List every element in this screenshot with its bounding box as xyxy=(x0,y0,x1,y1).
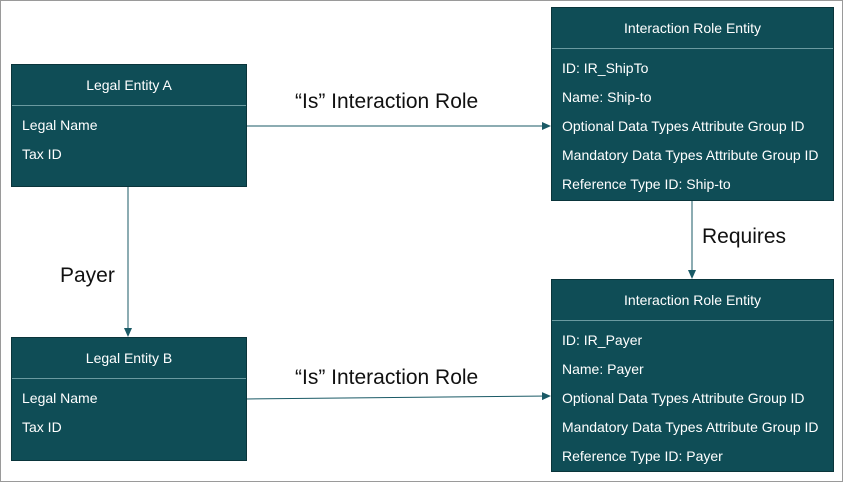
legal-entity-b-box: Legal Entity B Legal Name Tax ID xyxy=(11,337,247,461)
shipto-field-id: ID: IR_ShipTo xyxy=(562,60,649,76)
interaction-role-shipto-title: Interaction Role Entity xyxy=(552,8,833,49)
interaction-role-payer-title: Interaction Role Entity xyxy=(552,280,833,321)
label-is-interaction-role-top: “Is” Interaction Role xyxy=(295,90,479,113)
label-requires: Requires xyxy=(702,225,787,248)
label-is-interaction-role-bottom: “Is” Interaction Role xyxy=(295,366,479,389)
payer-field-id: ID: IR_Payer xyxy=(562,332,643,348)
label-payer: Payer xyxy=(60,264,115,287)
payer-field-optional-group: Optional Data Types Attribute Group ID xyxy=(562,390,805,406)
interaction-role-shipto-box: Interaction Role Entity ID: IR_ShipTo Na… xyxy=(551,7,834,201)
legal-entity-b-field-legal-name: Legal Name xyxy=(22,390,98,406)
shipto-field-optional-group: Optional Data Types Attribute Group ID xyxy=(562,118,805,134)
payer-field-reference-type: Reference Type ID: Payer xyxy=(562,448,723,464)
shipto-field-reference-type: Reference Type ID: Ship-to xyxy=(562,176,731,192)
legal-entity-a-field-tax-id: Tax ID xyxy=(22,146,62,162)
shipto-field-name: Name: Ship-to xyxy=(562,89,652,105)
payer-field-name: Name: Payer xyxy=(562,361,644,377)
legal-entity-b-title: Legal Entity B xyxy=(12,338,246,379)
payer-field-mandatory-group: Mandatory Data Types Attribute Group ID xyxy=(562,419,819,435)
interaction-role-payer-box: Interaction Role Entity ID: IR_Payer Nam… xyxy=(551,279,834,472)
legal-entity-b-field-tax-id: Tax ID xyxy=(22,419,62,435)
legal-entity-a-title: Legal Entity A xyxy=(12,65,246,106)
legal-entity-a-box: Legal Entity A Legal Name Tax ID xyxy=(11,64,247,187)
shipto-field-mandatory-group: Mandatory Data Types Attribute Group ID xyxy=(562,147,819,163)
arrow-b-to-payer xyxy=(245,392,551,401)
legal-entity-a-field-legal-name: Legal Name xyxy=(22,117,98,133)
